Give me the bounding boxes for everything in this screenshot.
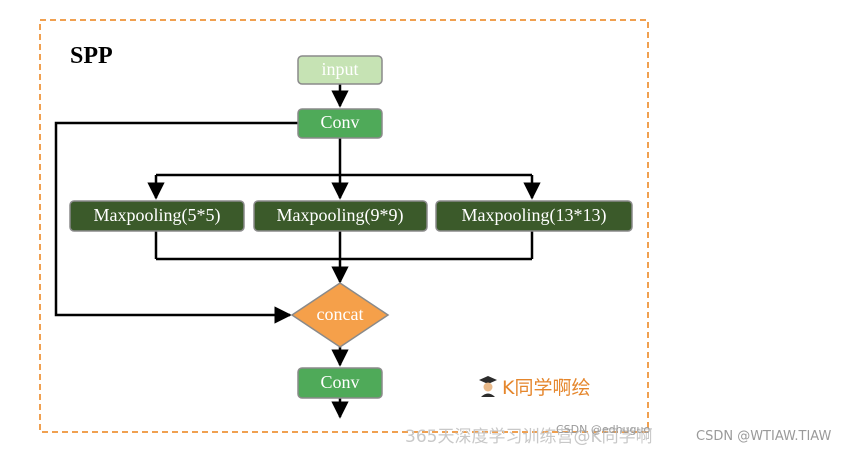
maxpool-5-node: Maxpooling(5*5) [69, 200, 245, 232]
concat-label: concat [317, 304, 364, 324]
student-avatar-icon [479, 376, 497, 397]
csdn-small-watermark: CSDN @edhuguo [556, 423, 651, 436]
conv-top-node: Conv [297, 108, 383, 139]
maxpool-13-box [435, 200, 633, 232]
input-box [297, 55, 383, 85]
csdn-author-watermark: CSDN @WTIAW.TIAW [696, 429, 831, 444]
maxpool-9-node: Maxpooling(9*9) [253, 200, 428, 232]
brand-watermark-text: K同学啊绘 [502, 377, 590, 399]
concat-node: concat [290, 282, 390, 348]
arrow-skip-conv-to-concat [54, 121, 298, 324]
conv-bottom-label: Conv [320, 372, 359, 392]
connectors [54, 84, 541, 419]
brand-watermark: K同学啊绘 [479, 376, 590, 399]
maxpool-9-box [253, 200, 428, 232]
input-label: input [321, 59, 358, 79]
conv-top-box [297, 108, 383, 139]
conv-bottom-node: Conv [297, 367, 383, 399]
conv-bottom-box [297, 367, 383, 399]
input-node: input [297, 55, 383, 85]
maxpool-5-box [69, 200, 245, 232]
site-watermark-text: 365天深度学习训练营@K同学啊 [405, 427, 653, 447]
concat-diamond [290, 282, 390, 348]
maxpool-13-label: Maxpooling(13*13) [462, 205, 607, 226]
dashed-frame [39, 19, 649, 433]
maxpool-9-label: Maxpooling(9*9) [277, 205, 404, 226]
diagram-title: SPP [70, 43, 113, 69]
conv-top-label: Conv [320, 112, 359, 132]
maxpool-13-node: Maxpooling(13*13) [435, 200, 633, 232]
maxpool-5-label: Maxpooling(5*5) [94, 205, 221, 226]
